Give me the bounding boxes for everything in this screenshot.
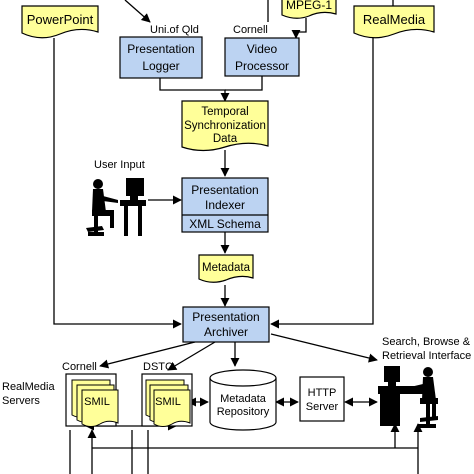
powerpoint-label: PowerPoint [27,12,94,27]
realmedia-label: RealMedia [363,12,426,27]
indexer-label-2: Indexer [205,198,245,212]
sync-label-2: Synchronization [184,120,266,132]
sync-label-3: Data [213,133,238,145]
dstc-label: DSTC [143,361,173,373]
search-interface-label-2: Retrieval Interface [382,350,471,362]
box-presentation-archiver: Presentation Archiver [182,306,270,343]
doc-temporal-sync-data: Temporal Synchronization Data [181,100,269,152]
xml-schema-label: XML Schema [189,217,261,231]
http-label-2: Server [306,401,339,413]
video-label-2: Processor [235,59,289,73]
store-metadata-repository: Metadata Repository [209,369,277,431]
http-label-1: HTTP [308,387,337,399]
logger-label-2: Logger [142,59,179,73]
realmedia-servers-label-1: RealMedia [2,381,55,393]
logger-label-1: Presentation [127,42,194,56]
repository-label-2: Repository [217,406,270,418]
doc-metadata: Metadata [198,254,254,283]
box-http-server: HTTP Server [299,376,345,422]
connector-archiver-smil-cornell [99,341,196,369]
connector-archiver-search [270,333,378,363]
box-presentation-logger: Presentation Logger [119,36,203,79]
connector-logger-sync [159,78,230,102]
mpeg-label: MPEG-1 [286,0,332,12]
connector-video-sync [225,76,263,91]
connector-realmedia-archiver [270,36,374,329]
sync-label-1: Temporal [201,106,248,118]
indexer-label-1: Presentation [191,183,258,197]
smil-dstc-label: SMIL [155,396,181,408]
box-video-processor: Video Processor [224,37,300,77]
archiver-label-2: Archiver [204,325,248,339]
person-at-computer-icon [86,178,146,236]
connector-into-uniqld [124,0,151,23]
doc-realmedia: RealMedia [353,5,435,39]
search-interface-label-1: Search, Browse & [382,336,471,348]
doc-mpeg: MPEG-1 [281,0,337,19]
user-input-label: User Input [94,159,145,171]
smil-stack-dstc: SMIL [141,373,193,427]
realmedia-servers-label-2: Servers [2,395,40,407]
user-at-workstation-icon [378,366,438,428]
smil-stack-cornell: SMIL [65,373,119,427]
cornell-top-label: Cornell [233,24,268,36]
doc-powerpoint: PowerPoint [21,5,99,39]
metadata-label: Metadata [202,262,251,274]
box-presentation-indexer: Presentation Indexer XML Schema [181,177,269,233]
uniqld-label: Uni.of Qld [150,24,199,36]
cornell-bottom-label: Cornell [62,361,97,373]
connector-mpeg-video [291,18,307,39]
repository-label-1: Metadata [220,393,267,405]
smil-cornell-label: SMIL [84,396,110,408]
connectors [53,0,423,474]
connector-archiver-smil-dstc [167,341,216,371]
video-label-1: Video [247,42,278,56]
connector-powerpoint-archiver [53,38,182,329]
archiver-label-1: Presentation [192,310,259,324]
